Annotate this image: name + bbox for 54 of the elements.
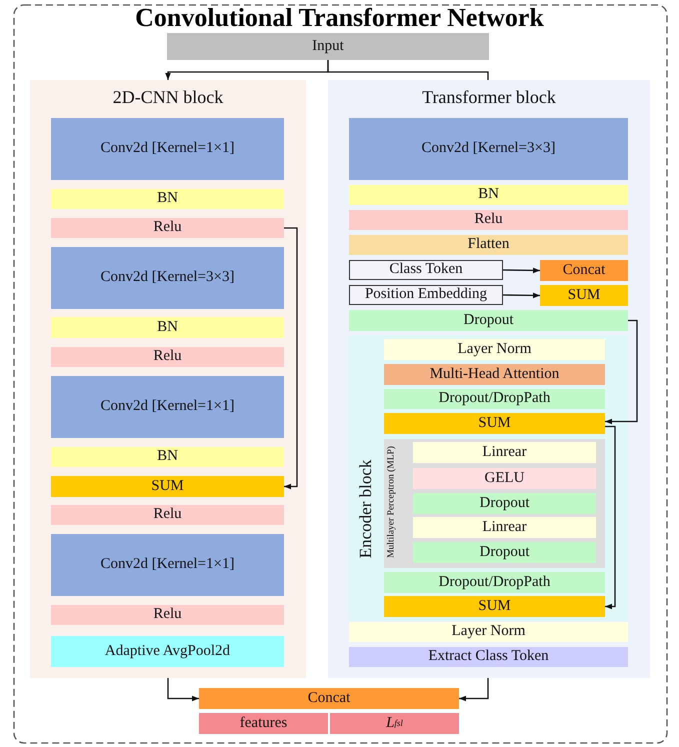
arrow xyxy=(167,678,199,702)
arrow xyxy=(605,320,638,424)
layer-box: Relu xyxy=(51,218,284,238)
arrow xyxy=(605,426,616,610)
layer-box: Layer Norm xyxy=(349,622,628,642)
diagram-title: Convolutional Transformer Network xyxy=(134,3,545,33)
block-title: Transformer block xyxy=(421,88,557,107)
layer-box: SUM xyxy=(384,596,605,617)
layer-box: Adaptive AvgPool2d xyxy=(51,636,284,667)
layer-box: Dropout xyxy=(413,542,596,563)
layer-box: Relu xyxy=(349,210,628,230)
block-panel xyxy=(30,80,306,678)
mlp-panel xyxy=(384,439,605,568)
block-panel xyxy=(328,80,650,678)
layer-box: Relu xyxy=(51,505,284,525)
vertical-label: Encoder block xyxy=(357,458,375,560)
arrow xyxy=(503,268,540,274)
layer-box: Conv2d [Kernel=1×1] xyxy=(51,534,284,596)
layer-box: BN xyxy=(51,447,284,467)
encoder-panel xyxy=(349,335,628,621)
layer-box: SUM xyxy=(384,413,605,434)
layer-box: Layer Norm xyxy=(384,339,605,360)
block-title: 2D-CNN block xyxy=(112,88,224,107)
layer-box: SUM xyxy=(51,476,284,497)
arrow xyxy=(503,292,540,298)
layer-box: Relu xyxy=(51,605,284,625)
layer-box: Dropout/DropPath xyxy=(384,389,605,409)
vertical-label: Multilayer Perceptron (MLP) xyxy=(388,445,398,560)
layer-box: BN xyxy=(51,317,284,338)
layer-box: Conv2d [Kernel=1×1] xyxy=(51,376,284,438)
layer-box: Concat xyxy=(199,688,459,709)
layer-box: BN xyxy=(349,185,628,205)
layer-box: BN xyxy=(51,189,284,209)
layer-box: Dropout xyxy=(413,493,596,514)
layer-box: Conv2d [Kernel=1×1] xyxy=(51,118,284,180)
layer-box: features xyxy=(199,713,328,734)
layer-box: Input xyxy=(167,33,489,60)
layer-box: GELU xyxy=(413,468,596,489)
layer-box: Linrear xyxy=(413,442,596,463)
arrow xyxy=(459,678,489,702)
layer-box: SUM xyxy=(540,285,628,306)
input-box: Class Token xyxy=(349,260,503,280)
layer-box: Multi-Head Attention xyxy=(384,364,605,385)
layer-box: Conv2d [Kernel=3×3] xyxy=(51,247,284,309)
layer-box: Dropout xyxy=(349,310,628,331)
arrow xyxy=(284,227,298,490)
layer-box: Concat xyxy=(540,260,628,281)
layer-box: Linrear xyxy=(413,517,596,538)
input-box: Position Embedding xyxy=(349,285,503,305)
layer-box: Conv2d [Kernel=3×3] xyxy=(349,118,628,180)
layer-box: Extract Class Token xyxy=(349,647,628,667)
layer-box: Flatten xyxy=(349,235,628,255)
layer-box: Relu xyxy=(51,347,284,367)
layer-box: Dropout/DropPath xyxy=(384,572,605,593)
